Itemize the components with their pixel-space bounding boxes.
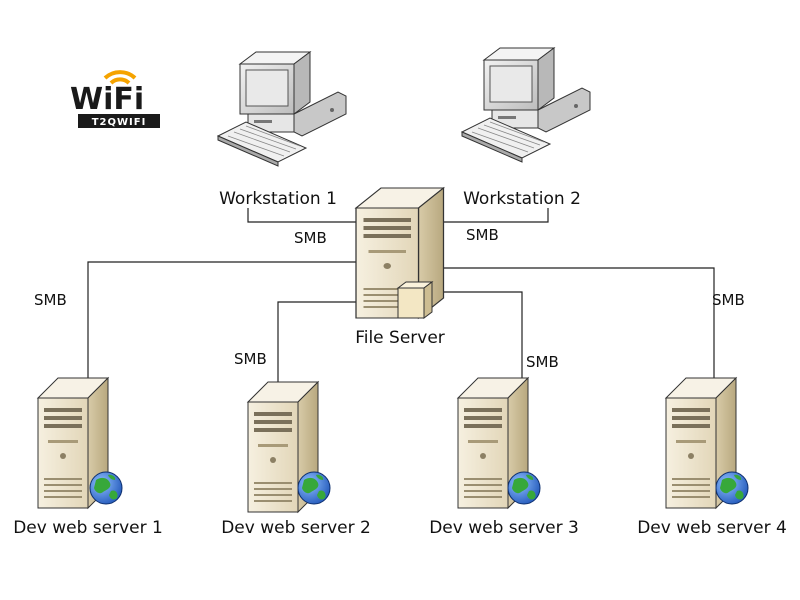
link-dev4-fileserver: [440, 267, 715, 385]
connections: [87, 208, 715, 388]
smb-label-dev2: SMB: [234, 350, 267, 368]
logo-wordmark: WiFi: [70, 82, 144, 117]
link-workstation2-fileserver: [440, 208, 549, 223]
smb-label-dev3: SMB: [526, 353, 559, 371]
link-dev1-fileserver: [87, 261, 360, 385]
link-workstation1-fileserver: [247, 208, 360, 223]
wifi-logo: WiFi T2QWIFI: [70, 70, 160, 128]
workstation-1: Workstation 1: [217, 51, 347, 209]
workstation-2: Workstation 2: [461, 47, 591, 209]
dev-web-server-4: Dev web server 4: [637, 377, 787, 538]
smb-label-dev1: SMB: [34, 291, 67, 309]
file-server: File Server: [355, 187, 445, 348]
dev-web-server-3: Dev web server 3: [429, 377, 579, 538]
smb-label-workstation1: SMB: [294, 229, 327, 247]
file-server-label: File Server: [355, 328, 445, 348]
link-dev2-fileserver: [277, 301, 360, 388]
protocol-labels: SMB SMB SMB SMB SMB SMB: [34, 226, 745, 371]
dev-web-server-1: Dev web server 1: [13, 377, 163, 538]
smb-label-dev4: SMB: [712, 291, 745, 309]
dev-web-server-2: Dev web server 2: [221, 381, 371, 538]
folder-icon: [396, 281, 434, 319]
dev-web-server-2-label: Dev web server 2: [221, 518, 371, 538]
workstation-2-label: Workstation 2: [463, 189, 581, 209]
link-dev3-fileserver: [440, 291, 523, 385]
desktop-computer-icon: [461, 47, 591, 163]
desktop-computer-icon: [217, 51, 347, 167]
dev-web-server-3-label: Dev web server 3: [429, 518, 579, 538]
dev-web-server-1-label: Dev web server 1: [13, 518, 163, 538]
globe-icon: [297, 471, 331, 505]
logo-tagline-bar: [78, 114, 160, 128]
globe-icon: [715, 471, 749, 505]
wifi-signal-icon: [103, 70, 137, 85]
globe-icon: [89, 471, 123, 505]
smb-label-workstation2: SMB: [466, 226, 499, 244]
workstation-1-label: Workstation 1: [219, 189, 337, 209]
dev-web-server-4-label: Dev web server 4: [637, 518, 787, 538]
logo-tagline: T2QWIFI: [92, 117, 147, 128]
globe-icon: [507, 471, 541, 505]
